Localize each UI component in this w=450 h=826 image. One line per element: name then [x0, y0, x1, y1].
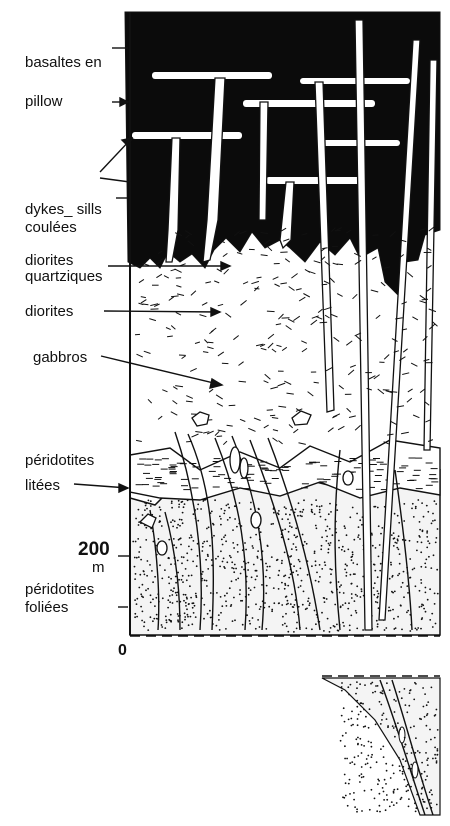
label-dykes: dykes_ sills [25, 201, 102, 218]
label-coulees: coulées [25, 219, 77, 236]
label-gabbros: gabbros [33, 349, 87, 366]
label-diorites-quartz-2: quartziques [25, 268, 103, 285]
label-peridotites-foliees-1: péridotites [25, 581, 94, 598]
scale-unit: m [92, 559, 105, 576]
label-peridotites-foliees-2: foliées [25, 599, 68, 616]
label-diorites: diorites [25, 303, 73, 320]
scale-value: 200 [78, 539, 110, 560]
scale-zero: 0 [118, 642, 127, 659]
label-diorites-quartz-1: diorites [25, 252, 73, 269]
label-basaltes: basaltes en [25, 54, 102, 71]
lower-fragment [322, 678, 440, 815]
label-peridotites-litees-1: péridotites [25, 452, 94, 469]
label-pillow: pillow [25, 93, 63, 110]
label-peridotites-litees-2: litées [25, 477, 60, 494]
